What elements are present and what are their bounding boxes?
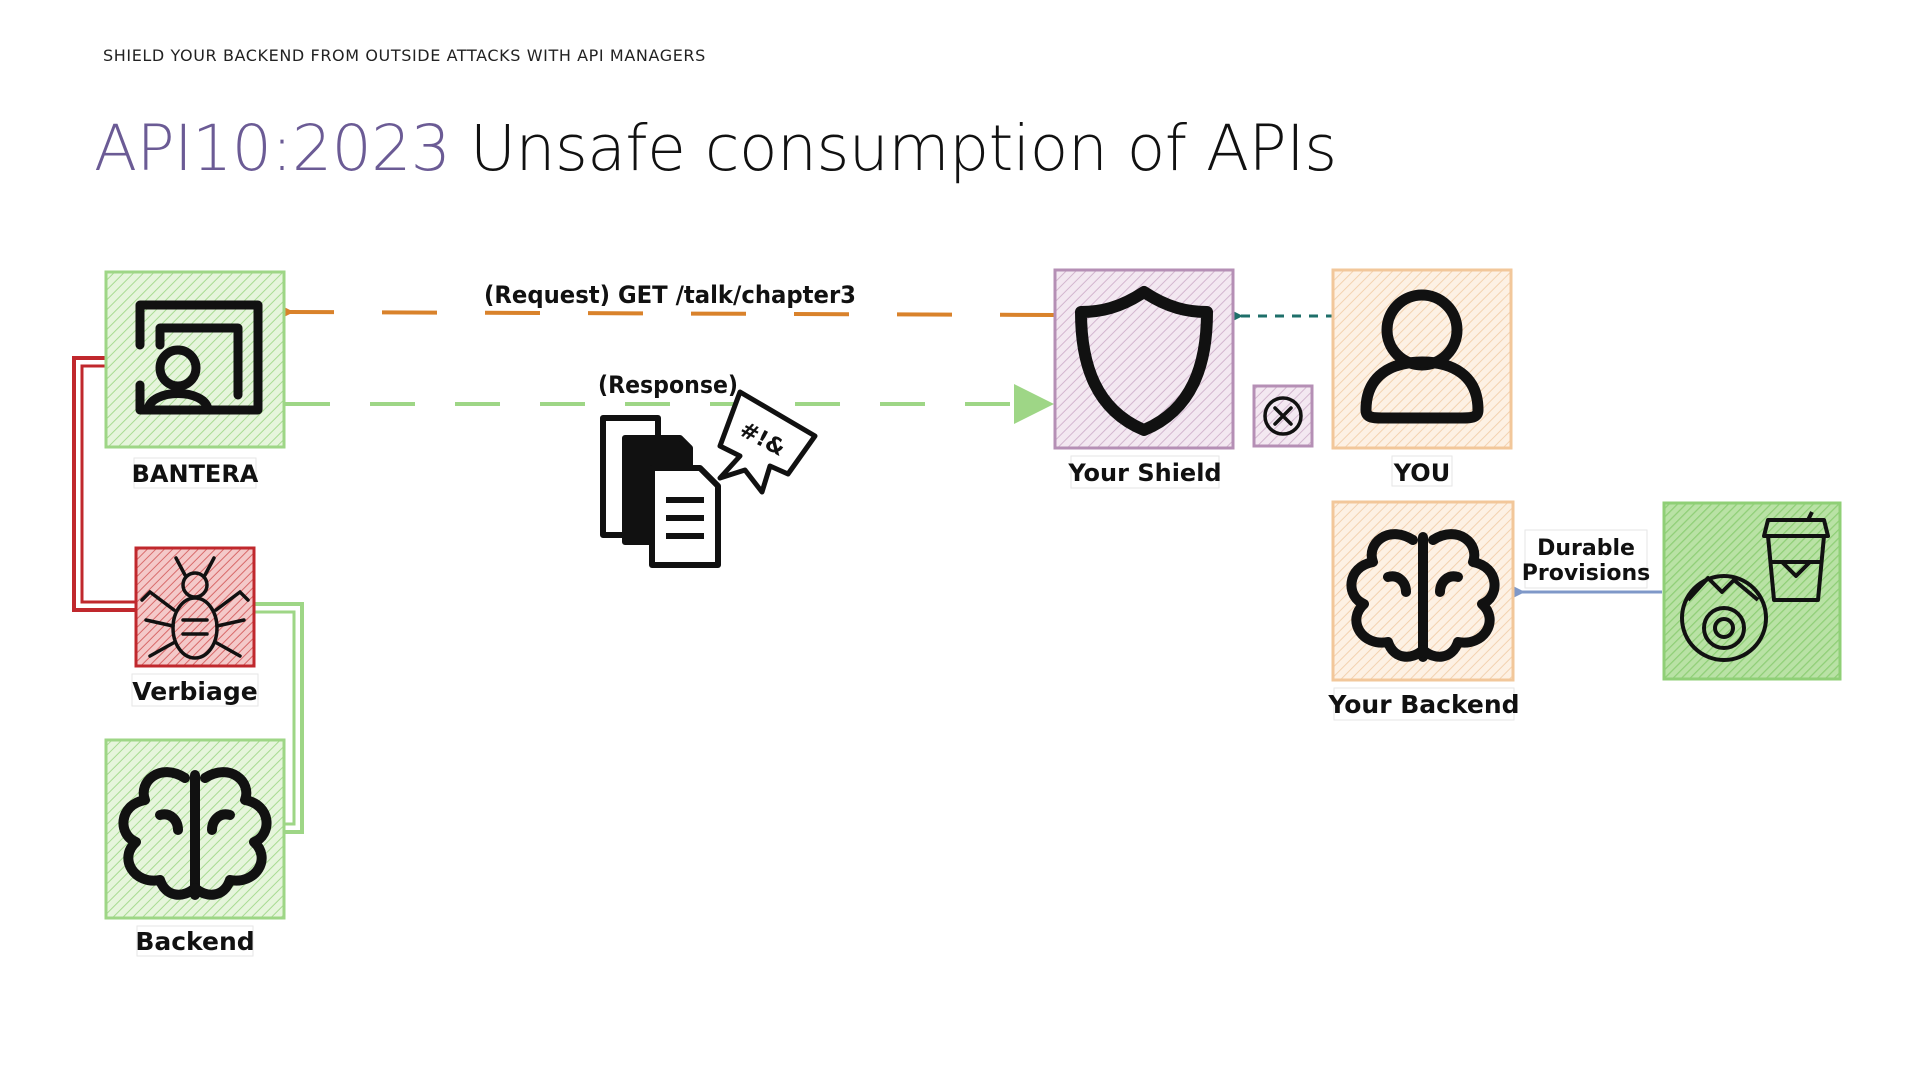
title-accent: API10:2023 (94, 112, 451, 185)
angry-speech-bubble-icon: #!& (717, 389, 818, 495)
provisions-label-line1: Durable (1537, 536, 1635, 561)
request-edge (253, 291, 1056, 332)
bantera-node: BANTERA (104, 270, 286, 489)
spider-bug-icon (140, 556, 250, 660)
response-label: (Response) (598, 371, 738, 399)
close-circle-icon (1263, 396, 1303, 436)
backend-node: Backend (104, 738, 286, 957)
coffee-cup-icon (1762, 511, 1830, 602)
your-shield-label: Your Shield (1067, 459, 1221, 487)
you-node: YOU (1331, 268, 1513, 487)
mountain-logo-icon (1680, 574, 1768, 662)
shield-icon (1075, 286, 1213, 436)
verbiage-label: Verbiage (132, 677, 257, 706)
person-icon (1360, 289, 1484, 424)
backend-label: Backend (135, 927, 254, 956)
brain-icon (1346, 529, 1500, 662)
user-display-icon (135, 300, 263, 415)
slide-title: API10:2023 Unsafe consumption of APIs (94, 112, 1337, 185)
slide-kicker: SHIELD YOUR BACKEND FROM OUTSIDE ATTACKS… (103, 46, 706, 65)
your-backend-label: Your Backend (1327, 690, 1519, 719)
your-backend-node: Your Backend (1327, 500, 1520, 721)
you-label: YOU (1393, 459, 1450, 487)
brain-icon (118, 767, 272, 900)
provisions-label-line2: Provisions (1522, 561, 1650, 586)
title-text: Unsafe consumption of APIs (469, 112, 1337, 185)
verbiage-node: Verbiage (131, 546, 259, 707)
blocked-node (1252, 384, 1314, 448)
documents-icon (600, 415, 721, 568)
request-label: (Request) GET /talk/chapter3 (484, 281, 856, 309)
bantera-verbiage-connector (72, 356, 138, 612)
bantera-label: BANTERA (132, 460, 259, 488)
verbiage-backend-connector (252, 602, 304, 834)
your-shield-node: Your Shield (1053, 268, 1235, 489)
provisions-provider-node (1662, 501, 1842, 681)
